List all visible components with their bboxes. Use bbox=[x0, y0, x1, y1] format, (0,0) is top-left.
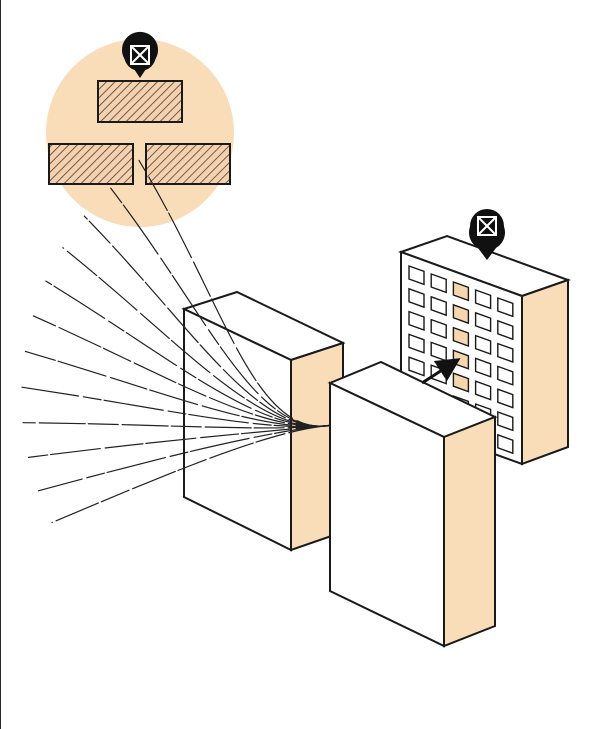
facade-window bbox=[474, 334, 492, 355]
plan-slab-top bbox=[97, 80, 183, 123]
facade-window bbox=[452, 303, 470, 325]
facade-window bbox=[452, 281, 470, 302]
facade-window bbox=[408, 310, 425, 331]
facade-window bbox=[408, 265, 425, 286]
bowtie-building-icon bbox=[130, 45, 150, 65]
facade-window bbox=[474, 357, 492, 378]
plan-slab-bottom-left bbox=[48, 143, 134, 185]
plan-slab-bottom-right bbox=[145, 143, 231, 185]
plan-inset bbox=[46, 31, 234, 227]
facade-window bbox=[474, 311, 492, 333]
facade-window bbox=[408, 356, 425, 377]
wind-streamlines bbox=[21, 159, 335, 524]
facade-window bbox=[452, 326, 470, 347]
facade-window bbox=[497, 388, 514, 409]
facade-window bbox=[430, 318, 447, 339]
wind-streamline bbox=[138, 159, 335, 427]
front-building-side bbox=[443, 415, 496, 648]
grid-building-side bbox=[521, 278, 569, 466]
facade-window bbox=[497, 365, 514, 386]
facade-window bbox=[497, 319, 514, 341]
facade-window bbox=[474, 380, 492, 401]
facade-window bbox=[408, 287, 425, 309]
front-building bbox=[327, 360, 498, 648]
facade-window bbox=[497, 342, 514, 363]
grid-building bbox=[398, 209, 571, 466]
arrow-icon bbox=[421, 358, 461, 385]
facade-window bbox=[497, 433, 514, 455]
facade-window bbox=[408, 333, 425, 354]
facade-window bbox=[430, 295, 447, 317]
facade-window bbox=[430, 273, 447, 294]
location-pin-icon bbox=[469, 209, 506, 260]
facade-window bbox=[497, 297, 514, 318]
facade-window bbox=[474, 289, 492, 310]
facade-window bbox=[497, 411, 514, 432]
bowtie-building-icon bbox=[477, 216, 497, 236]
location-pin-icon bbox=[122, 31, 158, 79]
